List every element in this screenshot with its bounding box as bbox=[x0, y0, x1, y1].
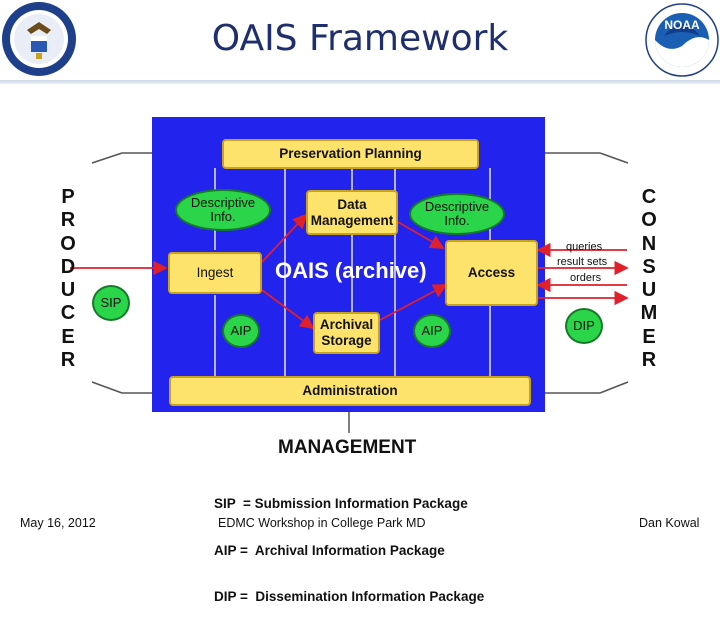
consumer-letter: M bbox=[640, 302, 658, 325]
descriptive-info-oval-right: Descriptive Info. bbox=[409, 193, 505, 235]
access-box: Access bbox=[445, 240, 538, 306]
producer-letter: R bbox=[60, 209, 76, 232]
orders-label: orders bbox=[570, 272, 602, 284]
ingest-label: Ingest bbox=[196, 265, 234, 281]
producer-letter: E bbox=[61, 325, 75, 348]
producer-letter: O bbox=[60, 232, 76, 255]
consumer-letter: R bbox=[641, 349, 657, 372]
producer-label: P R O D U C E R bbox=[58, 186, 78, 372]
data-management-label: Data Management bbox=[310, 196, 394, 228]
producer-letter: C bbox=[60, 302, 76, 325]
legend-sip: SIP = Submission Information Package bbox=[214, 496, 468, 511]
preservation-planning-label: Preservation Planning bbox=[279, 146, 422, 162]
sip-label: SIP bbox=[100, 294, 122, 310]
descriptive-info-right-label: Descriptive Info. bbox=[424, 198, 490, 228]
access-label: Access bbox=[467, 265, 516, 281]
ingest-box: Ingest bbox=[168, 252, 262, 294]
preservation-planning-box: Preservation Planning bbox=[222, 139, 479, 169]
consumer-label: C O N S U M E R bbox=[639, 186, 659, 372]
legend-dip: DIP = Dissemination Information Package bbox=[214, 589, 485, 604]
dip-label: DIP bbox=[573, 317, 595, 333]
oais-archive-label: OAIS (archive) bbox=[275, 258, 427, 283]
producer-letter: D bbox=[60, 255, 76, 278]
aip-oval-right: AIP bbox=[413, 314, 451, 348]
aip-left-label: AIP bbox=[230, 322, 252, 338]
aip-oval-left: AIP bbox=[222, 314, 260, 348]
title-rule bbox=[0, 80, 720, 84]
consumer-letter: U bbox=[641, 279, 657, 302]
descriptive-info-oval-left: Descriptive Info. bbox=[175, 189, 271, 231]
noaa-logo-text: NOAA bbox=[664, 18, 700, 32]
slide-title: OAIS Framework bbox=[211, 18, 509, 59]
consumer-letter: C bbox=[641, 186, 657, 208]
producer-letter: U bbox=[60, 279, 76, 302]
noaa-logo: NOAA bbox=[645, 3, 719, 77]
descriptive-info-left-label: Descriptive Info. bbox=[190, 194, 256, 224]
data-management-box: Data Management bbox=[306, 190, 398, 235]
queries-label: queries bbox=[566, 241, 603, 253]
producer-letter: P bbox=[61, 186, 75, 208]
archival-storage-label: Archival Storage bbox=[319, 317, 374, 348]
consumer-letter: S bbox=[642, 255, 656, 278]
footer-date: May 16, 2012 bbox=[20, 516, 96, 530]
consumer-letter: N bbox=[641, 232, 657, 255]
flow-arrows bbox=[70, 168, 629, 376]
footer-event: EDMC Workshop in College Park MD bbox=[218, 516, 426, 530]
consumer-letter: E bbox=[642, 325, 656, 348]
archival-storage-box: Archival Storage bbox=[313, 312, 380, 354]
aip-right-label: AIP bbox=[421, 322, 443, 338]
legend: SIP = Submission Information Package AIP… bbox=[214, 465, 484, 620]
result-sets-label: result sets bbox=[557, 256, 608, 268]
footer-author: Dan Kowal bbox=[639, 516, 700, 530]
legend-aip: AIP = Archival Information Package bbox=[214, 542, 445, 558]
administration-label: Administration bbox=[302, 383, 398, 399]
dip-oval: DIP bbox=[565, 308, 603, 344]
management-label: MANAGEMENT bbox=[278, 437, 417, 458]
diagram-lines bbox=[91, 152, 629, 433]
administration-box: Administration bbox=[169, 376, 531, 406]
producer-letter: R bbox=[60, 349, 76, 372]
commerce-seal-logo bbox=[2, 2, 76, 76]
consumer-letter: O bbox=[641, 209, 657, 232]
sip-oval: SIP bbox=[92, 285, 130, 321]
